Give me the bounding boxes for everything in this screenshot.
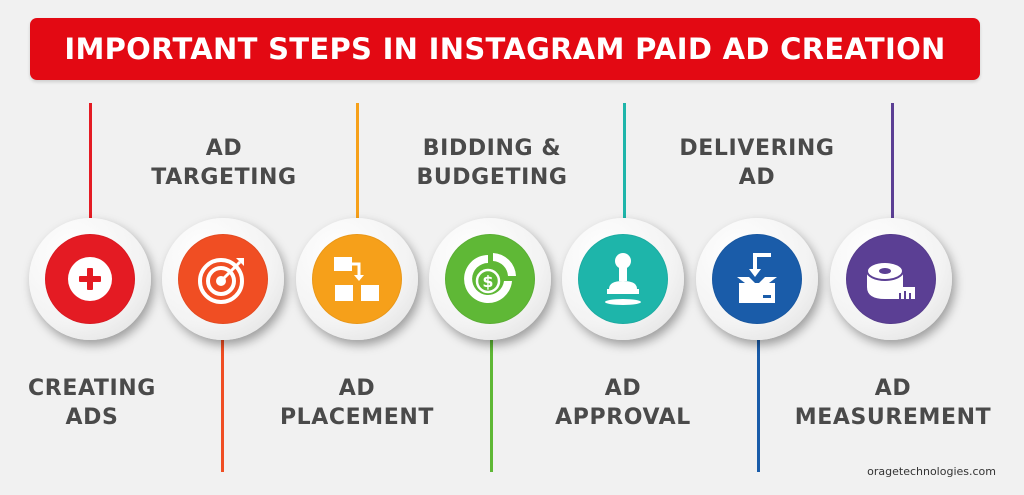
step-1-line-1: CREATING xyxy=(28,376,156,401)
step-icon-bg xyxy=(45,234,135,324)
connector-line-3 xyxy=(356,103,359,218)
title-banner: IMPORTANT STEPS IN INSTAGRAM PAID AD CRE… xyxy=(30,18,980,80)
plus-icon xyxy=(68,257,112,301)
step-7-line-1: AD xyxy=(874,376,912,401)
target-icon xyxy=(198,258,244,304)
tape-measure-icon xyxy=(866,261,915,299)
connector-line-6 xyxy=(757,340,760,472)
connector-line-7 xyxy=(891,103,894,218)
step-2-line-2: TARGETING xyxy=(151,165,297,190)
connector-line-4 xyxy=(490,340,493,472)
step-4-line-1: BIDDING & xyxy=(422,136,562,161)
step-icon-bg xyxy=(846,234,936,324)
flowchart-icon xyxy=(334,257,379,301)
step-circle-ad-approval xyxy=(562,218,684,340)
step-label-creating-ads: CREATING ADS xyxy=(28,374,156,432)
step-icon-bg xyxy=(712,234,802,324)
step-icon-bg xyxy=(312,234,402,324)
step-circle-bidding-budgeting: $ xyxy=(429,218,551,340)
step-icon-bg xyxy=(178,234,268,324)
step-circle-ad-placement xyxy=(296,218,418,340)
step-label-ad-measurement: AD MEASUREMENT xyxy=(795,374,992,432)
page-title: IMPORTANT STEPS IN INSTAGRAM PAID AD CRE… xyxy=(64,32,946,66)
step-label-ad-approval: AD APPROVAL xyxy=(555,374,691,432)
connector-line-2 xyxy=(221,340,224,472)
step-3-line-1: AD xyxy=(338,376,376,401)
connector-line-1 xyxy=(89,103,92,218)
step-label-ad-placement: AD PLACEMENT xyxy=(280,374,434,432)
connector-line-5 xyxy=(623,103,626,218)
step-icon-bg: $ xyxy=(445,234,535,324)
step-5-line-2: APPROVAL xyxy=(555,405,691,430)
stamp-icon xyxy=(605,253,641,305)
step-1-line-2: ADS xyxy=(65,405,119,430)
step-circle-delivering-ad xyxy=(696,218,818,340)
step-6-line-1: DELIVERING xyxy=(679,136,835,161)
svg-text:$: $ xyxy=(482,272,493,291)
step-circle-ad-targeting xyxy=(162,218,284,340)
step-icon-bg xyxy=(578,234,668,324)
step-7-line-2: MEASUREMENT xyxy=(794,405,992,430)
step-6-line-2: AD xyxy=(738,165,776,190)
step-label-bidding-budgeting: BIDDING & BUDGETING xyxy=(416,134,567,192)
dollar-chart-icon: $ xyxy=(464,253,516,303)
step-3-line-2: PLACEMENT xyxy=(279,405,435,430)
step-circle-ad-measurement xyxy=(830,218,952,340)
step-label-ad-targeting: AD TARGETING xyxy=(151,134,296,192)
step-label-delivering-ad: DELIVERING AD xyxy=(679,134,834,192)
source-credit: oragetechnologies.com xyxy=(867,465,996,478)
step-5-line-1: AD xyxy=(604,376,642,401)
step-circle-creating-ads xyxy=(29,218,151,340)
box-delivery-icon xyxy=(737,253,777,303)
step-2-line-1: AD xyxy=(205,136,243,161)
step-4-line-2: BUDGETING xyxy=(416,165,568,190)
